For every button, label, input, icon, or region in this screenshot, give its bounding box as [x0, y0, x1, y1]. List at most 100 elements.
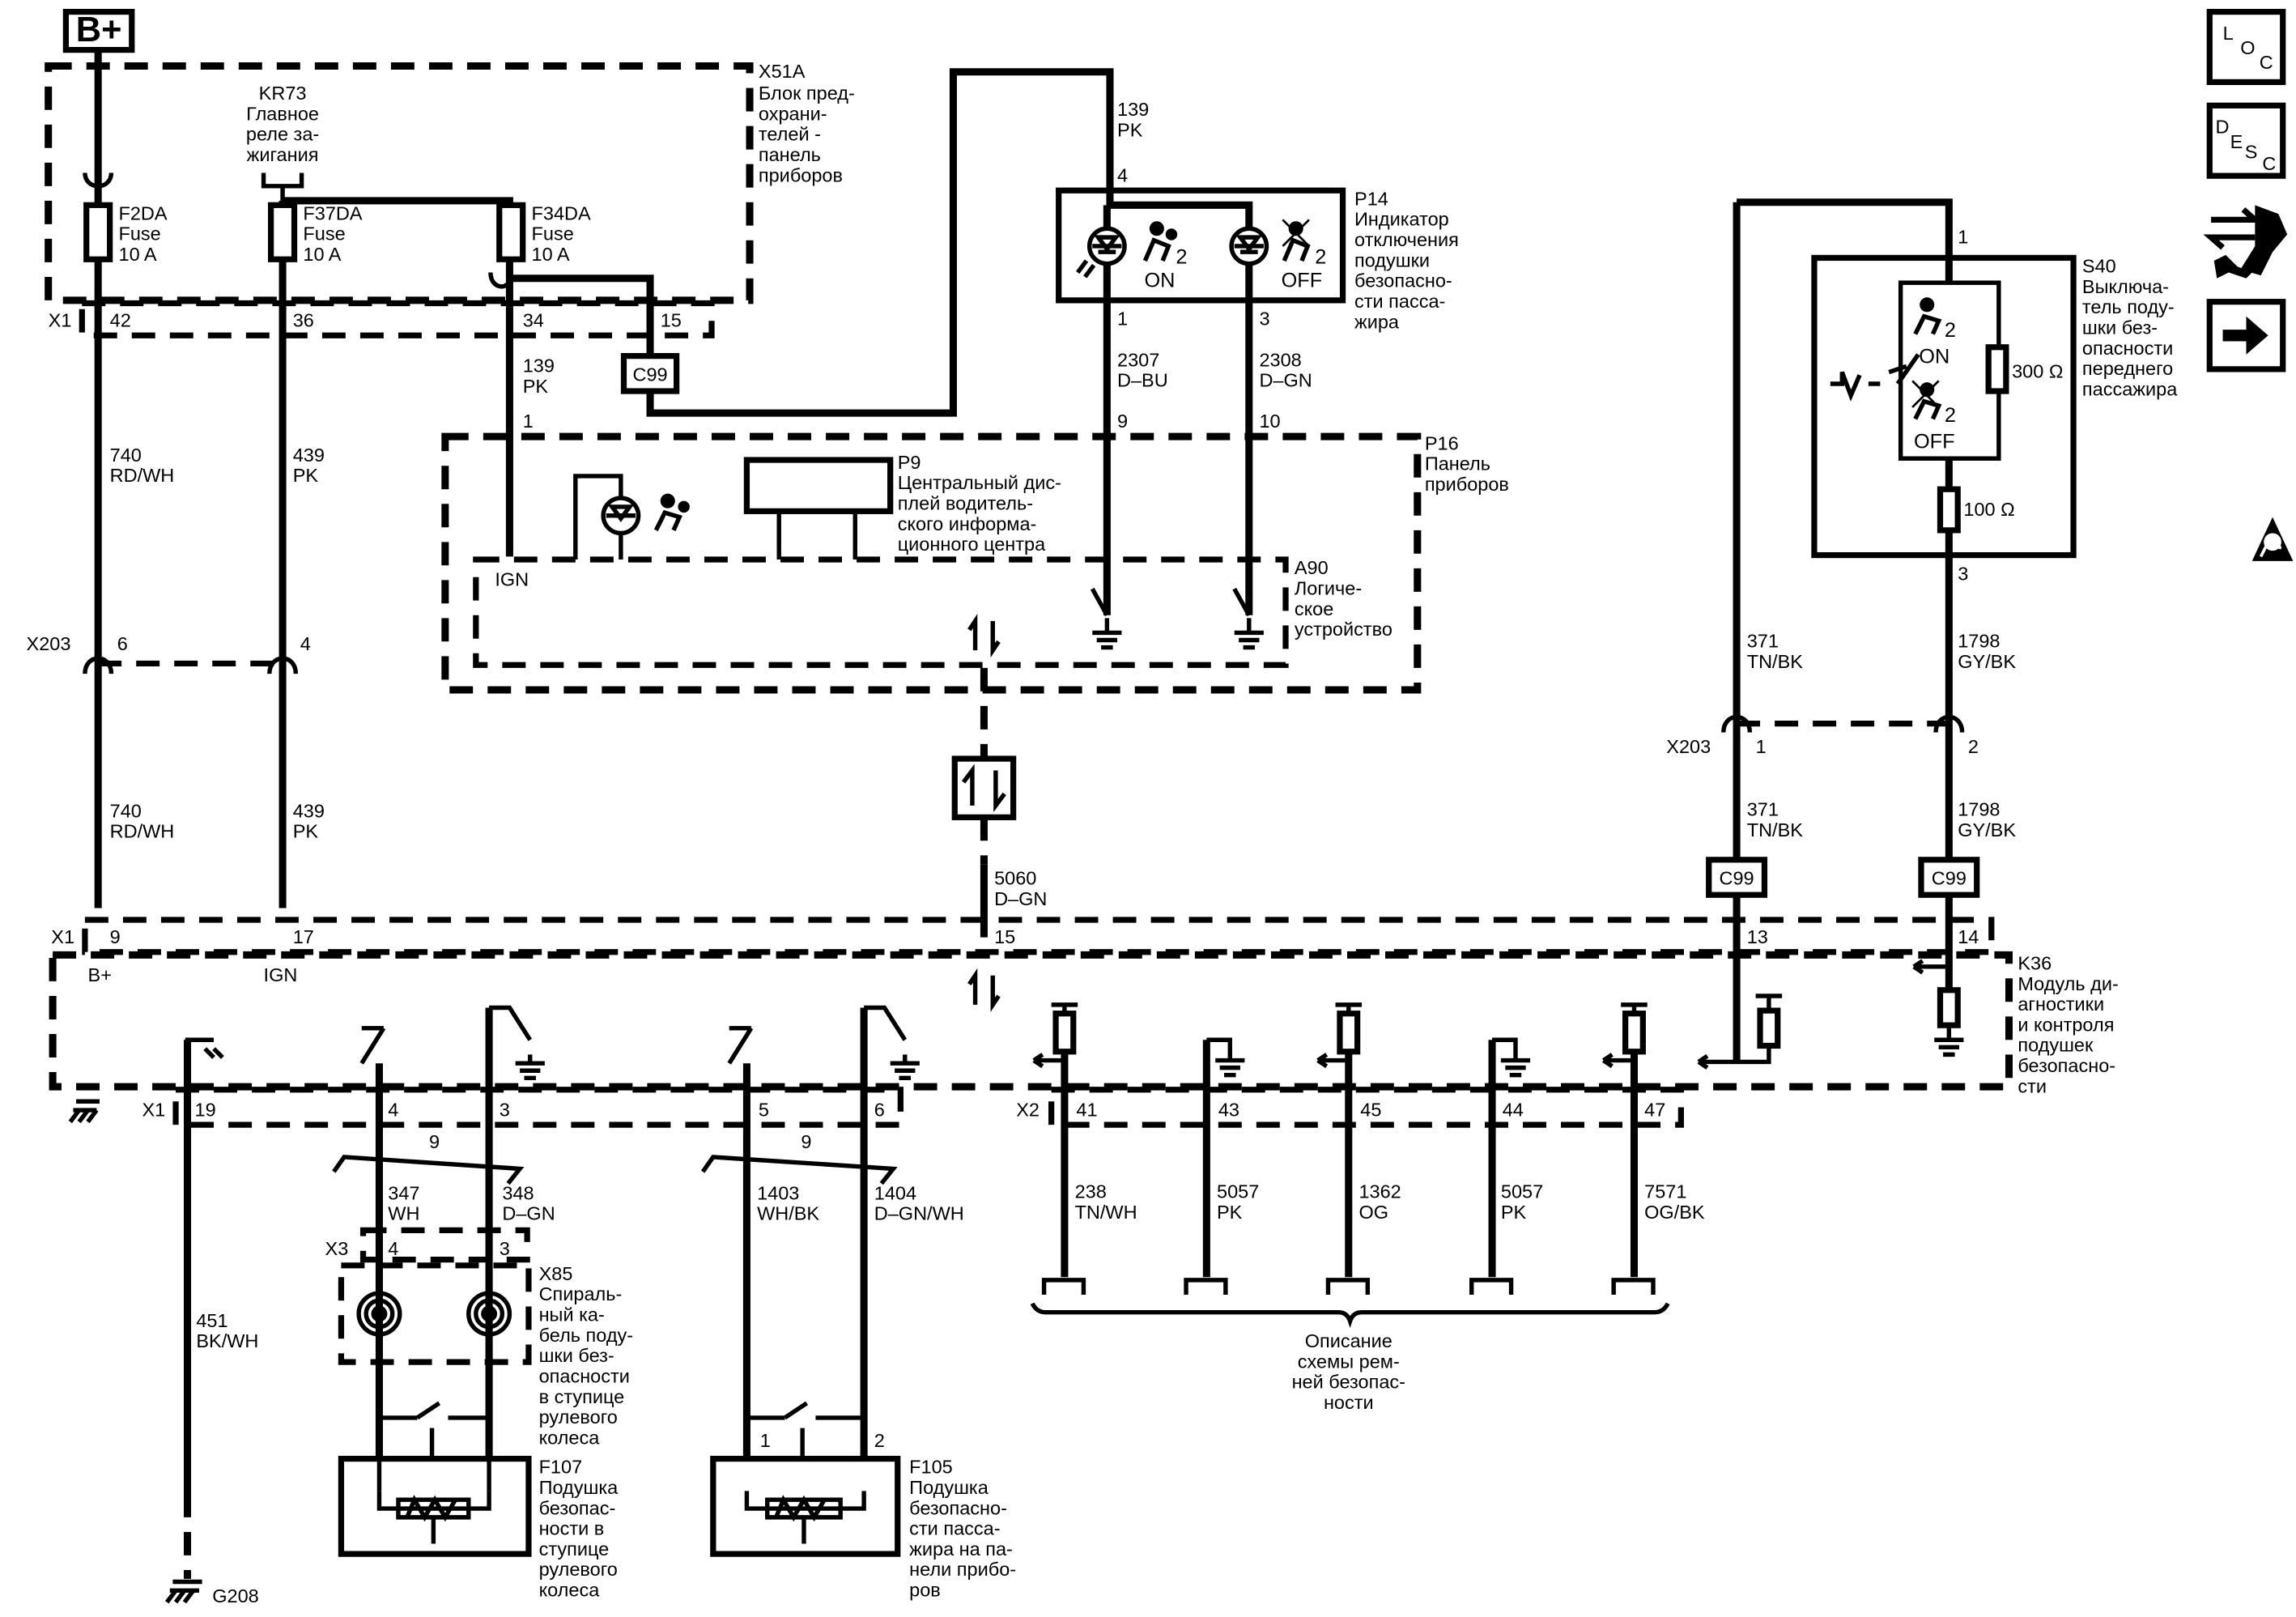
fuse-block-label: X51A Блок пред- охрани- телей - панель п… [759, 61, 855, 185]
clockspring-coil-icon [356, 1291, 512, 1337]
airbag-switch-icon [376, 1401, 491, 1491]
belt-note-label: Описание схемы рем- ней безопас- ности [1292, 1330, 1405, 1413]
svg-text:5057: 5057 [1217, 1181, 1259, 1202]
squib-icon [376, 1491, 491, 1544]
svg-text:F107: F107 [539, 1457, 583, 1478]
svg-text:F105: F105 [909, 1457, 953, 1478]
svg-text:1798: 1798 [1958, 631, 2000, 652]
svg-text:D–GN/WH: D–GN/WH [874, 1203, 964, 1224]
pin-label: 6 [117, 633, 128, 654]
svg-text:сти: сти [2018, 1075, 2047, 1096]
svg-text:шки без-: шки без- [2082, 317, 2158, 338]
shorting-bar-icon [489, 1005, 545, 1081]
svg-text:в ступице: в ступице [539, 1386, 625, 1407]
pin-label: 45 [1360, 1099, 1381, 1120]
svg-text:PK: PK [1117, 119, 1143, 140]
p16-panel-outline [441, 432, 1422, 694]
pin-label: 9 [1117, 411, 1128, 432]
airbag-off-icon: 2 [1911, 380, 1956, 427]
svg-text:TN/WH: TN/WH [1075, 1202, 1137, 1223]
pin-label: 1 [523, 411, 534, 432]
airbag-lamp-symbol-icon [653, 493, 690, 532]
svg-text:опасности: опасности [2082, 338, 2173, 359]
svg-text:рулевого: рулевого [539, 1559, 618, 1580]
description-icon[interactable]: D E S C [2206, 102, 2286, 179]
svg-text:D–GN: D–GN [1259, 370, 1312, 391]
svg-text:ционного центра: ционного центра [898, 534, 1046, 555]
inline-connector-c99 [620, 353, 680, 394]
next-arrow-icon[interactable] [2206, 299, 2286, 372]
svg-text:2: 2 [1315, 246, 1326, 269]
lamp-wire [573, 474, 623, 560]
p9-label: P9 Центральный дис- плей водитель- ского… [898, 452, 1061, 555]
svg-text:139: 139 [1117, 99, 1149, 120]
svg-text:безопасно-: безопасно- [909, 1497, 1007, 1518]
svg-text:нели прибо-: нели прибо- [909, 1559, 1016, 1580]
svg-text:F2DA: F2DA [119, 202, 168, 223]
svg-text:ступице: ступице [539, 1538, 610, 1560]
s40-off-label: OFF [1914, 431, 1955, 453]
pin-label: 13 [1747, 926, 1768, 947]
source-arrow-icon [1697, 1045, 1771, 1070]
svg-text:безопасно-: безопасно- [1354, 270, 1452, 291]
svg-text:TN/BK: TN/BK [1747, 651, 1804, 672]
svg-text:PK: PK [1217, 1202, 1243, 1223]
svg-text:5060: 5060 [994, 868, 1036, 889]
pin-label: 14 [1958, 926, 1979, 947]
p9-display-box [743, 457, 894, 514]
resistor-100-icon [1937, 486, 1961, 534]
svg-text:безопасно-: безопасно- [2018, 1055, 2115, 1076]
svg-text:реле за-: реле за- [246, 124, 319, 145]
resistor-icon [1757, 1007, 1781, 1049]
svg-text:238: 238 [1075, 1181, 1107, 1202]
svg-text:P14: P14 [1354, 188, 1388, 209]
svg-text:C: C [2262, 153, 2276, 174]
svg-text:Блок пред-: Блок пред- [759, 83, 855, 104]
connector-x3-label: X3 [325, 1238, 349, 1259]
svg-text:D: D [2216, 117, 2230, 138]
serial-data-module-icon [951, 755, 1017, 820]
led-symbol-icon [1234, 235, 1264, 254]
svg-text:приборов: приборов [759, 164, 843, 185]
relay-contact-icon [261, 172, 304, 201]
svg-text:приборов: приборов [1425, 474, 1509, 495]
svg-text:439: 439 [293, 800, 325, 821]
svg-text:агностики: агностики [2018, 994, 2104, 1015]
pin-label: 15 [994, 926, 1015, 947]
svg-text:жигания: жигания [247, 144, 319, 165]
svg-text:F34DA: F34DA [532, 202, 591, 223]
twisted-pair-icon [332, 1155, 525, 1185]
svg-text:телей -: телей - [759, 124, 821, 145]
svg-text:740: 740 [110, 800, 142, 821]
svg-text:OG/BK: OG/BK [1644, 1202, 1705, 1223]
svg-text:371: 371 [1747, 631, 1779, 652]
connector-tool-icon[interactable] [2203, 205, 2288, 279]
svg-text:ности в: ности в [539, 1518, 605, 1539]
pin-label: 4 [388, 1238, 398, 1259]
location-icon[interactable]: L O C [2206, 8, 2286, 86]
fuse-f37da-label: F37DA Fuse 10 A [303, 202, 362, 265]
svg-text:Индикатор: Индикатор [1354, 209, 1449, 230]
f107-label: F107 Подушка безопас- ности в ступице ру… [539, 1457, 619, 1601]
svg-text:колеса: колеса [539, 1427, 601, 1448]
data-arrows-icon [967, 614, 1001, 658]
wire-to-c99 [509, 274, 654, 356]
pin-label: 1 [1958, 226, 1968, 247]
svg-text:P16: P16 [1425, 432, 1459, 453]
relay-kr73-label: KR73 Главное реле за- жигания [246, 83, 319, 165]
svg-text:GY/BK: GY/BK [1958, 651, 2016, 672]
svg-text:Главное: Главное [246, 103, 319, 124]
pin-label: 42 [110, 309, 131, 330]
svg-text:348: 348 [502, 1182, 534, 1203]
pin-label: 9 [110, 926, 121, 947]
pin-label: 3 [1958, 563, 1968, 584]
